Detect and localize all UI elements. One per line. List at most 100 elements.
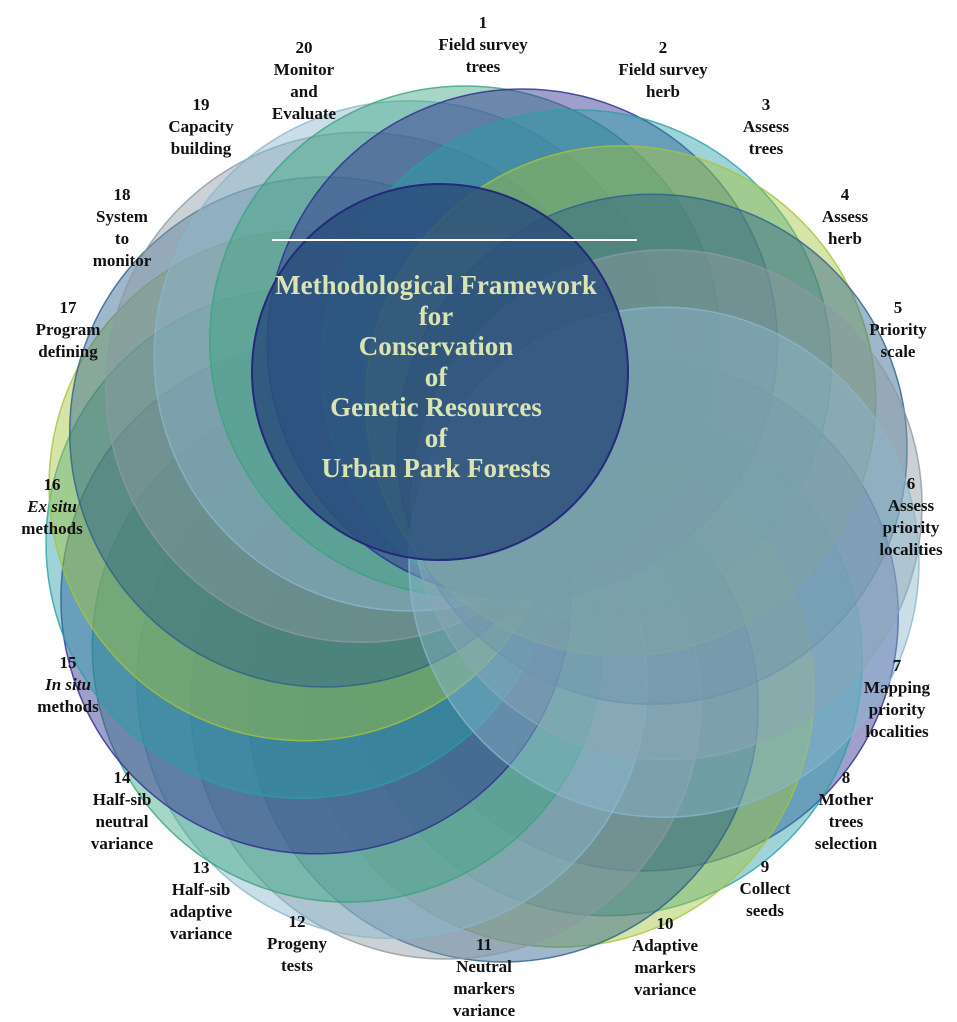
step-text: herb: [828, 229, 862, 248]
diagram-title: Methodological Framework for Conservatio…: [236, 270, 636, 484]
step-8-label: 8 Mother trees selection: [761, 767, 931, 855]
step-text: Program: [35, 320, 101, 339]
step-20-label: 20 Monitor and Evaluate: [219, 37, 389, 125]
step-text: methods: [37, 697, 99, 716]
step-text: selection: [814, 834, 878, 853]
center-circle: [251, 183, 629, 561]
step-13-label: 13 Half-sib adaptive variance: [116, 857, 286, 945]
step-15-label: 15 In situ methods: [0, 652, 153, 718]
step-4-label: 4 Assess herb: [760, 184, 930, 250]
step-text: seeds: [746, 901, 784, 920]
step-text: tests: [280, 956, 314, 975]
step-number: 1: [478, 13, 488, 32]
step-text: Mother: [818, 790, 874, 809]
step-number: 11: [475, 935, 493, 954]
step-12-label: 12 Progeny tests: [212, 911, 382, 977]
step-number: 3: [761, 95, 771, 114]
step-number: 8: [841, 768, 851, 787]
step-text: methods: [21, 519, 83, 538]
step-17-label: 17 Program defining: [0, 297, 153, 363]
step-text: adaptive: [169, 902, 233, 921]
step-text: trees: [828, 812, 864, 831]
step-19-label: 19 Capacity building: [116, 94, 286, 160]
step-text: localities: [865, 722, 929, 741]
title-line: for: [418, 300, 454, 331]
step-number: 16: [43, 475, 61, 494]
step-number: 2: [658, 38, 668, 57]
step-3-label: 3 Assess trees: [681, 94, 851, 160]
step-number: 13: [192, 858, 210, 877]
step-10-label: 10 Adaptive markers variance: [580, 913, 750, 1001]
step-number: 18: [113, 185, 131, 204]
step-text: variance: [90, 834, 154, 853]
step-text: building: [170, 139, 232, 158]
step-text: Progeny: [266, 934, 328, 953]
step-number: 7: [892, 656, 902, 675]
step-2-label: 2 Field survey herb: [578, 37, 748, 103]
step-number: 6: [906, 474, 916, 493]
step-text: priority: [882, 518, 940, 537]
step-number: 19: [192, 95, 210, 114]
title-line: of: [424, 422, 448, 453]
title-line: Conservation: [358, 331, 514, 361]
step-11-label: 11 Neutral markers variance: [399, 934, 569, 1022]
step-text: localities: [879, 540, 943, 559]
title-divider-line: [272, 239, 637, 241]
step-text: trees: [748, 139, 784, 158]
step-7-label: 7 Mapping priority localities: [812, 655, 957, 743]
step-text: priority: [868, 700, 926, 719]
step-text: System: [96, 207, 148, 226]
title-line: Methodological Framework: [275, 270, 597, 300]
step-14-label: 14 Half-sib neutral variance: [37, 767, 207, 855]
step-number: 15: [59, 653, 77, 672]
step-text: Collect: [739, 879, 791, 898]
step-text: trees: [465, 57, 501, 76]
step-text: Assess: [821, 207, 869, 226]
step-text: Priority: [869, 320, 927, 339]
step-text: Field survey: [618, 60, 708, 79]
step-text: defining: [38, 342, 98, 361]
step-text: Field survey: [438, 35, 528, 54]
step-18-label: 18 System to monitor: [37, 184, 207, 272]
step-number: 9: [760, 857, 770, 876]
step-text: Capacity: [168, 117, 234, 136]
step-text: Assess: [742, 117, 790, 136]
step-text: Half-sib: [92, 790, 152, 809]
step-number: 20: [295, 38, 313, 57]
step-text: Adaptive: [631, 936, 699, 955]
step-text: Assess: [887, 496, 935, 515]
step-text: Monitor: [273, 60, 335, 79]
step-number: 5: [893, 298, 903, 317]
step-number: 10: [656, 914, 674, 933]
step-text: Evaluate: [271, 104, 337, 123]
step-number: 12: [288, 912, 306, 931]
step-9-label: 9 Collect seeds: [680, 856, 850, 922]
step-text: variance: [452, 1001, 516, 1020]
step-text: Ex situ: [27, 497, 77, 516]
title-line: Urban Park Forests: [321, 453, 551, 483]
step-text: markers: [453, 979, 515, 998]
step-text: markers: [634, 958, 696, 977]
step-text: Half-sib: [171, 880, 231, 899]
step-text: variance: [169, 924, 233, 943]
step-text: monitor: [92, 251, 152, 270]
step-6-label: 6 Assess priority localities: [826, 473, 957, 561]
step-5-label: 5 Priority scale: [813, 297, 957, 363]
step-text: variance: [633, 980, 697, 999]
step-1-label: 1 Field survey trees: [398, 12, 568, 78]
step-number: 14: [113, 768, 131, 787]
step-text: scale: [880, 342, 916, 361]
step-text: Neutral: [456, 957, 512, 976]
step-text: neutral: [95, 812, 149, 831]
step-number: 17: [59, 298, 77, 317]
step-text: to: [114, 229, 130, 248]
step-text: and: [290, 82, 318, 101]
title-line: Genetic Resources: [330, 392, 542, 422]
step-text: Mapping: [863, 678, 931, 697]
step-text: In situ: [45, 675, 91, 694]
step-text: herb: [646, 82, 680, 101]
step-16-label: 16 Ex situ methods: [0, 474, 137, 540]
title-line: of: [424, 361, 448, 392]
